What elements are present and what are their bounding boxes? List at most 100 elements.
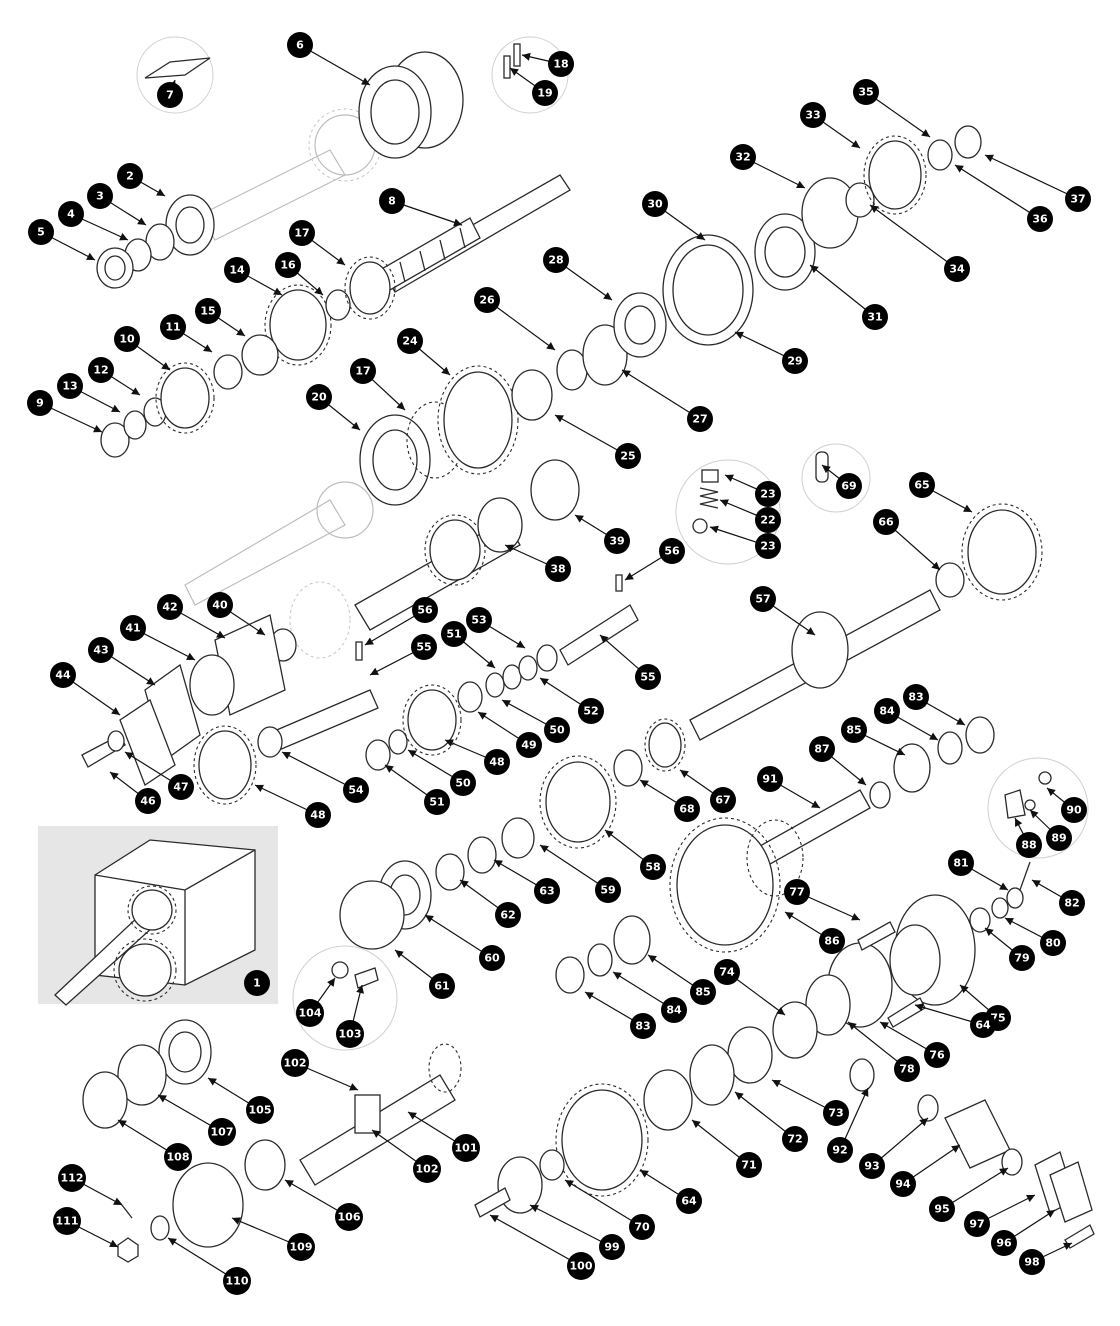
callout-number: 62 [500,909,515,922]
leader-line-25 [554,414,629,457]
callout-number: 23 [760,488,775,501]
leader-arrow-5 [86,252,95,260]
circlip-61 [339,880,405,950]
callout-badge [819,928,845,954]
callout-number: 63 [539,885,554,898]
callout-40: 40 [207,592,233,618]
leader-arrow-40 [256,627,265,635]
leader-arrow-100 [490,1215,499,1223]
callout-13: 13 [57,373,83,399]
callout-badge [88,637,114,663]
callout-badge [853,79,879,105]
pin-18 [513,43,521,67]
leader-line-36 [954,164,1041,220]
callout-58: 58 [640,854,666,880]
leader-arrow-86 [785,912,794,920]
callout-number: 17 [294,227,309,240]
callout-number: 14 [229,264,245,277]
callout-number: 7 [166,89,174,102]
ghost-shaft-mid [184,499,346,606]
callout-badge [350,358,376,384]
leader-arrow-68 [640,780,649,788]
callout-badge [909,472,935,498]
callout-badge [450,770,476,796]
callout-number: 73 [828,1107,843,1120]
callout-85: 85 [841,717,867,743]
leader-arrow-66 [931,561,940,570]
callout-badge [755,481,781,507]
bracket-102 [354,1094,381,1134]
callout-51: 51 [441,621,467,647]
leader-arrow-76 [880,1022,889,1030]
callout-badge [58,201,84,227]
callout-badge [809,736,835,762]
washer-93 [917,1094,939,1122]
callout-111: 111 [53,1207,81,1235]
leader-arrow-89 [1030,810,1039,819]
leader-arrow-15 [236,328,245,336]
callout-badge [991,1230,1017,1256]
clip-7 [144,57,211,79]
leader-arrow-105 [208,1078,217,1086]
callout-66: 66 [873,509,899,535]
washer-62 [435,853,465,891]
nut-81 [1006,887,1024,909]
callout-badge [157,82,183,108]
callout-53: 53 [466,607,492,633]
seal-5-inner [104,255,126,281]
callout-badge [736,1152,762,1178]
bush-54 [257,726,283,758]
callout-88: 88 [1016,832,1042,858]
callout-badge [964,1211,990,1237]
callout-number: 111 [56,1215,79,1228]
leader-line-31 [809,264,876,318]
leader-arrow-55 [370,667,379,675]
washer-35 [927,139,953,171]
callout-87: 87 [809,736,835,762]
leader-arrow-54 [282,752,291,760]
washer-16 [325,289,351,321]
callout-badge [615,443,641,469]
leader-arrow-95 [999,1168,1008,1176]
callout-102: 102 [413,1155,441,1183]
callout-28: 28 [543,247,569,273]
callout-number: 17 [355,365,370,378]
bearing-85a [893,743,931,793]
callout-25: 25 [615,443,641,469]
shaft-101-gear [428,1043,462,1093]
leader-arrow-24 [441,366,450,375]
callout-badge [544,717,570,743]
callout-108: 108 [164,1143,192,1171]
plate-96 [1049,1161,1093,1223]
callout-number: 70 [634,1221,650,1234]
callout-98: 98 [1019,1249,1045,1275]
layshaft-38-gear-a-teeth [424,514,486,586]
callout-number: 46 [140,795,156,808]
callout-number: 100 [570,1260,593,1273]
callout-29: 29 [782,348,808,374]
callout-47: 47 [168,774,194,800]
gear-14-teeth [264,284,332,366]
callout-112: 112 [58,1164,86,1192]
callout-number: 93 [864,1160,879,1173]
callout-72: 72 [782,1126,808,1152]
callout-84: 84 [661,997,687,1023]
callout-badge [117,163,143,189]
callout-badge [578,698,604,724]
callout-number: 83 [908,691,923,704]
callout-badge [823,1100,849,1126]
gear-67 [648,722,682,768]
callout-badge [306,384,332,410]
callout-77: 77 [784,879,810,905]
seal-108 [82,1071,128,1129]
callout-badge [800,102,826,128]
callout-79: 79 [1009,945,1035,971]
callout-97: 97 [964,1211,990,1237]
leader-arrow-91 [811,800,820,808]
leader-arrow-12 [131,387,140,395]
gear-24-teeth [437,365,519,475]
callout-number: 76 [929,1049,945,1062]
callout-number: 92 [832,1144,847,1157]
housing-75-inner [889,924,941,996]
callout-badge [862,304,888,330]
